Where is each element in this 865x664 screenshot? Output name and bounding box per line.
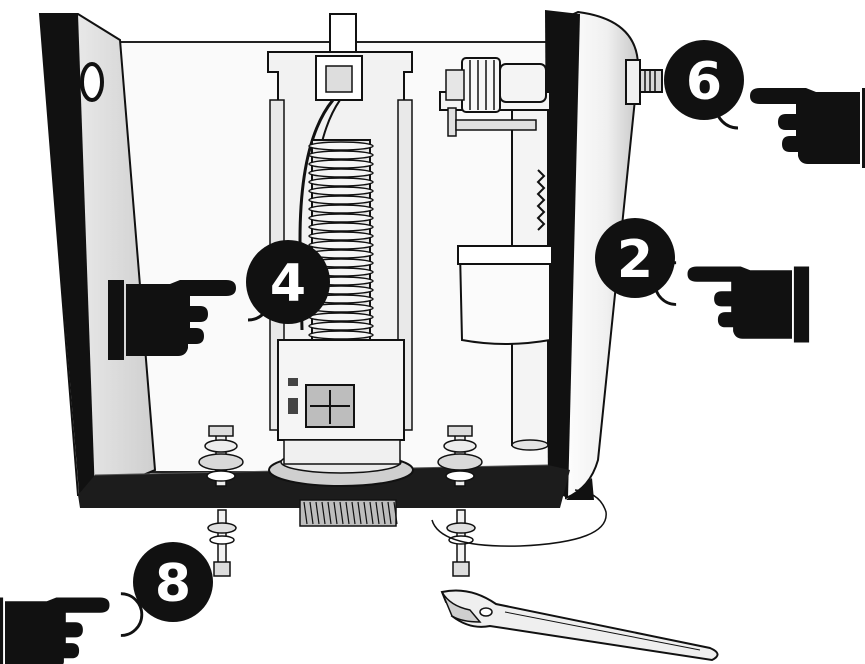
callout-number: 4 — [270, 254, 306, 314]
callout-number: 8 — [155, 554, 191, 614]
wrench-icon — [440, 589, 719, 662]
flush-valve-assembly — [267, 13, 414, 527]
callout-8: 8 — [133, 542, 213, 622]
tank-right-edge — [545, 10, 580, 498]
rotate-arrow-icon — [431, 478, 607, 547]
flush-valve-push-rod — [329, 13, 357, 57]
callout-4: 4 — [246, 240, 330, 324]
tank-left-edge — [40, 14, 95, 505]
callout-number: 2 — [617, 230, 653, 290]
callout-2: 2 — [595, 218, 675, 298]
pointing-hand-icon — [0, 592, 144, 664]
tank-bolt-right — [437, 425, 483, 487]
fill-valve-float — [458, 251, 551, 345]
press-circle-icon — [120, 592, 144, 637]
mounting-hole — [80, 62, 104, 102]
fill-valve-assembly — [439, 57, 663, 451]
water-supply-connector — [625, 59, 663, 105]
pointing-hand-icon — [653, 261, 810, 343]
callout-number: 6 — [686, 52, 722, 112]
flush-valve-threaded-outlet — [299, 499, 398, 527]
tank-bolt-left — [198, 425, 244, 487]
callout-6: 6 — [664, 40, 744, 120]
under-bolt-left — [207, 509, 237, 577]
